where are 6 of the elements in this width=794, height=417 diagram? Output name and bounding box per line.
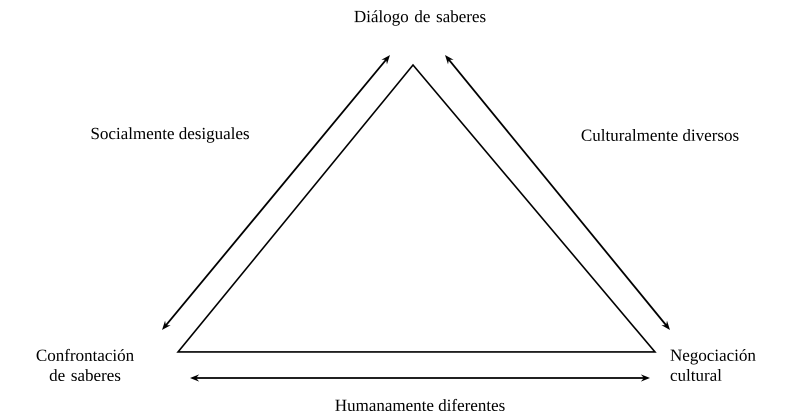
edge-label: Culturalmente diversos xyxy=(582,129,738,141)
edge-label: Socialmente desiguales xyxy=(92,127,249,143)
node-label: Diálogo de saberes xyxy=(354,10,486,26)
node-label: Confrontación de saberes xyxy=(36,348,134,382)
edge-label: Humanamente diferentes xyxy=(335,398,505,412)
node-label: Negociación cultural xyxy=(670,348,756,381)
